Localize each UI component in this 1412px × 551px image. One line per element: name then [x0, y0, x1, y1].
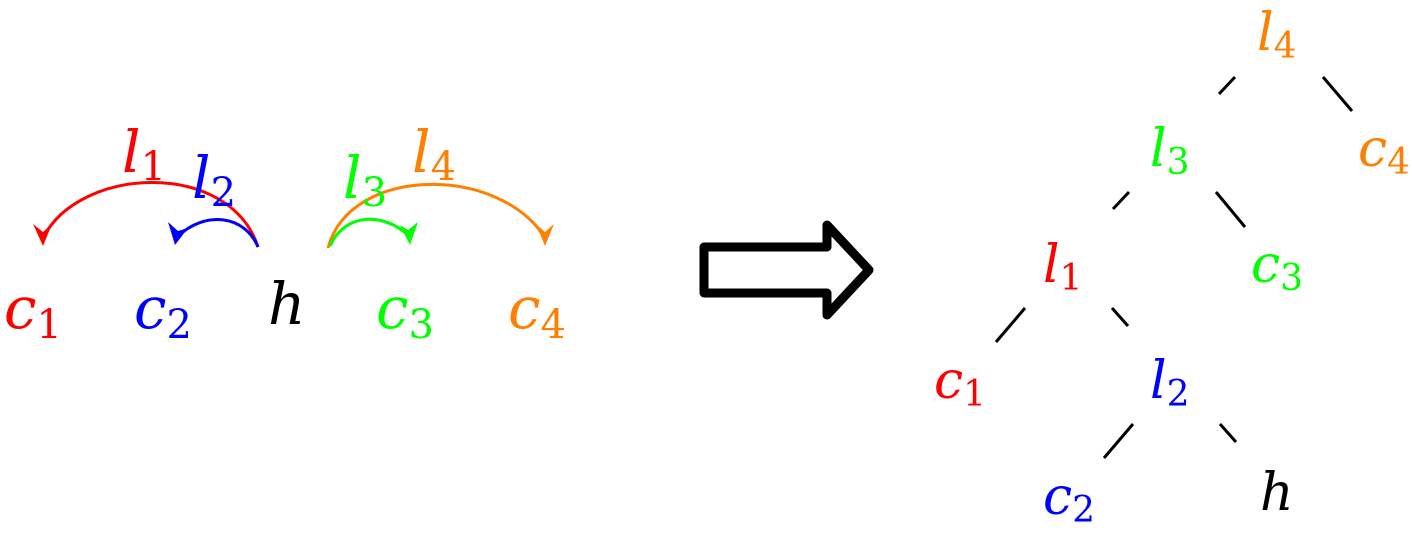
token-c4: c4	[508, 274, 566, 348]
tree-node-c1: c1	[934, 351, 986, 415]
arc-label-l1: l1	[122, 118, 166, 190]
edge-l4-c4	[1321, 76, 1354, 112]
arrowhead-icon	[168, 222, 188, 245]
edge-l4-l3	[1217, 75, 1237, 96]
arc-l1: l1	[33, 118, 260, 248]
tree-nodes: l4 l3 c4 l1 c3 c1 l2 c2 h	[934, 3, 1410, 531]
edge-l3-c3	[1214, 191, 1247, 228]
edge-l1-l2	[1110, 307, 1130, 327]
arc-label-l2: l2	[192, 144, 236, 216]
token-c1: c1	[4, 274, 62, 348]
token-h: h	[268, 270, 305, 338]
dependency-arcs: l1 l2 l4 l3	[33, 118, 554, 249]
tree-node-c4: c4	[1358, 119, 1410, 183]
arrowhead-icon	[33, 224, 52, 246]
tree-node-h: h	[1260, 463, 1294, 523]
tree-node-l3: l3	[1150, 119, 1190, 183]
edge-l2-c2	[1102, 423, 1135, 459]
arc-label-l3: l3	[343, 144, 387, 216]
arc-l3: l3	[328, 144, 418, 247]
tree-node-l1: l1	[1043, 235, 1083, 299]
arrowhead-icon	[400, 222, 418, 245]
arc-l2: l2	[168, 144, 260, 248]
edge-l1-c1	[994, 307, 1027, 343]
token-c3: c3	[376, 274, 434, 348]
tree-node-c3: c3	[1251, 235, 1303, 299]
arrowhead-icon	[536, 224, 554, 246]
hollow-right-arrow-icon	[699, 220, 874, 320]
edge-l2-h	[1218, 423, 1238, 443]
edge-l3-l1	[1111, 190, 1131, 211]
tree-node-l2: l2	[1150, 351, 1190, 415]
sentence-tokens: c1 c2 h c3 c4	[4, 270, 566, 348]
arc-l4: l4	[326, 118, 554, 249]
tree-node-c2: c2	[1043, 467, 1095, 531]
tree-edges	[994, 75, 1354, 459]
arc-label-l4: l4	[412, 118, 456, 190]
token-c2: c2	[134, 274, 192, 348]
tree-node-l4: l4	[1257, 3, 1297, 67]
